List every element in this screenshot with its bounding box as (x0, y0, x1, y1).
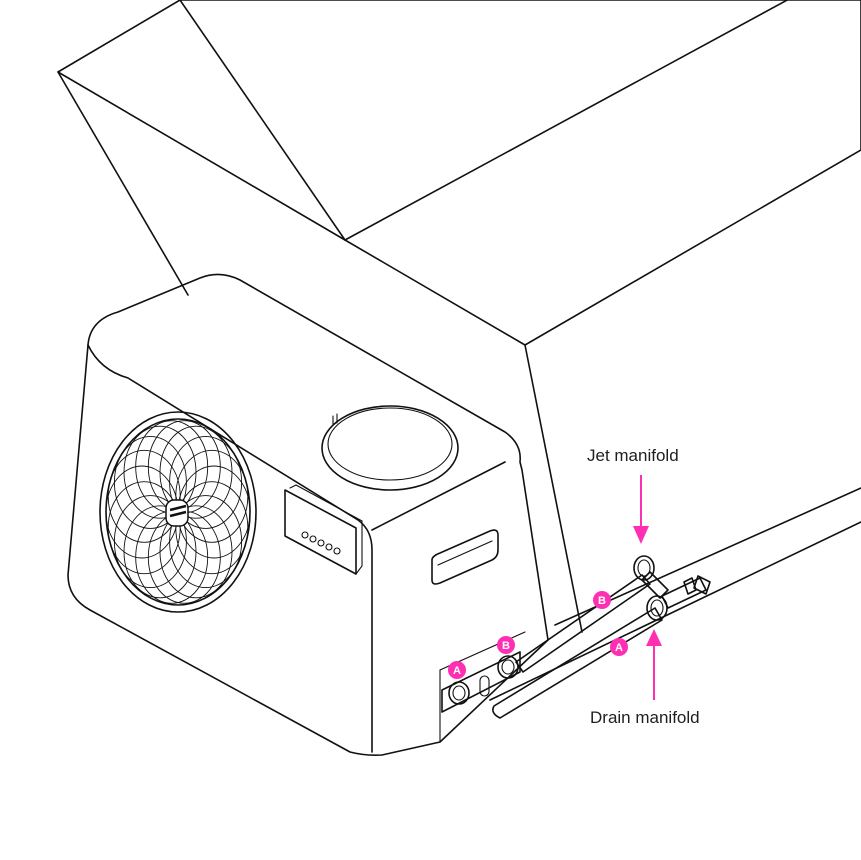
badge-a-unit: A (448, 661, 466, 679)
unit-ports (441, 651, 521, 713)
badge-a-pipe-text: A (615, 642, 623, 654)
jet-manifold-fitting (633, 555, 669, 599)
fan-petal (175, 449, 249, 543)
fan-petal (107, 449, 181, 543)
manifold-valve (661, 575, 711, 609)
fan-petal (159, 425, 233, 519)
badge-b-unit-text: B (502, 640, 510, 652)
drain-manifold-label: Drain manifold (590, 708, 700, 727)
fan-petal (113, 435, 187, 529)
jet-manifold-label: Jet manifold (587, 446, 679, 465)
side-handle (431, 529, 499, 585)
plumbing (492, 555, 711, 719)
fan-grille (99, 411, 257, 613)
badge-a-pipe: A (610, 638, 628, 656)
spa-tub (57, 0, 861, 701)
control-panel (284, 484, 363, 575)
heat-pump-unit (67, 273, 549, 756)
drain-manifold-fitting (646, 595, 668, 621)
drain-manifold-arrow (646, 629, 662, 700)
badge-b-pipe: B (593, 591, 611, 609)
fan-petal (169, 435, 243, 529)
pipe-a (492, 607, 663, 719)
jet-manifold-arrow (633, 475, 649, 544)
badge-a-unit-text: A (453, 665, 461, 677)
badge-b-pipe-text: B (598, 595, 606, 607)
top-lid (321, 405, 459, 491)
fan-petal (123, 425, 197, 519)
badge-b-unit: B (497, 636, 515, 654)
